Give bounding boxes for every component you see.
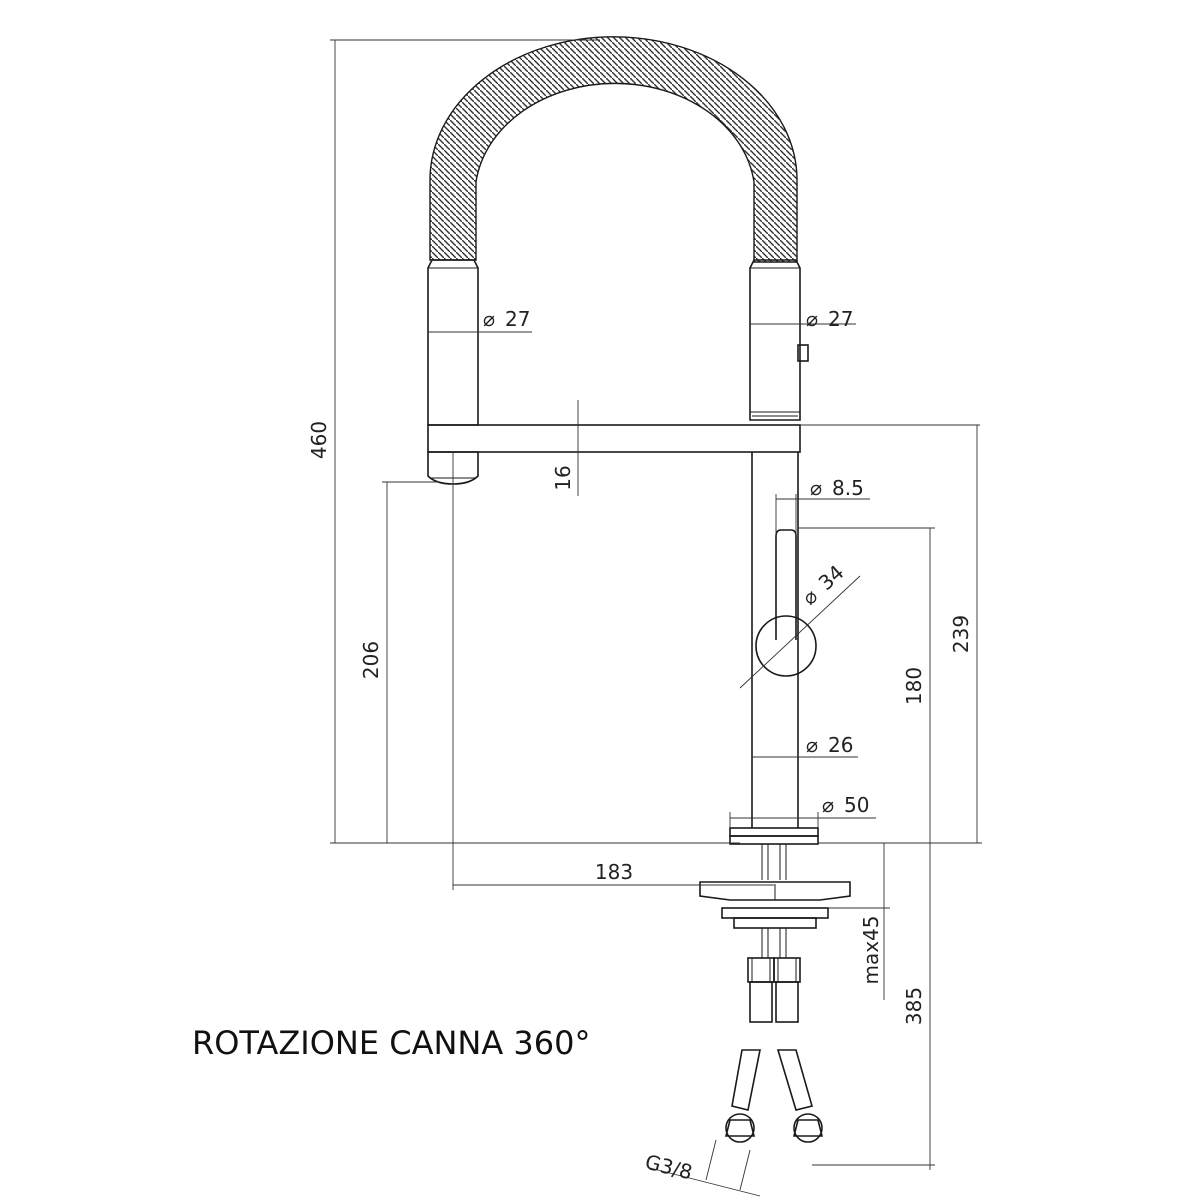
dim-hose-length: 385 xyxy=(902,987,926,1025)
dim-value: 27 xyxy=(828,307,853,331)
dim-lever-knob-dia: ⌀ 34 xyxy=(797,560,848,610)
dim-value: 26 xyxy=(828,733,853,757)
flexible-spring-hose xyxy=(429,36,798,263)
faucet-body xyxy=(751,452,799,828)
spray-holder-right xyxy=(749,259,809,421)
diameter-symbol: ⌀ xyxy=(806,733,818,757)
horizontal-beam xyxy=(427,424,801,453)
dim-value: 50 xyxy=(844,793,869,817)
dim-lever-pin-dia: ⌀ 8.5 xyxy=(810,476,864,500)
supply-hoses xyxy=(724,957,824,1143)
spray-head-left xyxy=(427,259,479,485)
fixing-kit xyxy=(699,844,851,958)
dim-base-dia: ⌀ 50 xyxy=(822,793,869,817)
dim-body-dia: ⌀ 26 xyxy=(806,733,853,757)
dim-total-height: 460 xyxy=(307,421,331,459)
base-plate xyxy=(729,827,819,845)
dim-max-deck-thickness: max45 xyxy=(859,915,883,984)
dim-spout-dia-right: ⌀ 27 xyxy=(806,307,853,331)
dim-body-to-lever: 180 xyxy=(902,667,926,705)
dim-beam-height: 239 xyxy=(949,615,973,653)
dim-value: 34 xyxy=(814,560,849,595)
diameter-symbol: ⌀ xyxy=(822,793,834,817)
diameter-symbol: ⌀ xyxy=(810,476,822,500)
dim-beam-thickness: 16 xyxy=(551,465,575,490)
dim-spout-dia-left: ⌀ 27 xyxy=(483,307,530,331)
rotation-caption: ROTAZIONE CANNA 360° xyxy=(192,1024,591,1062)
diameter-symbol: ⌀ xyxy=(483,307,495,331)
dim-outlet-height: 206 xyxy=(359,641,383,679)
dim-value: 27 xyxy=(505,307,530,331)
diameter-symbol: ⌀ xyxy=(797,584,822,610)
dimension-lines xyxy=(330,39,982,1197)
dim-connection-thread: G3/8 xyxy=(643,1150,695,1185)
dim-value: 8.5 xyxy=(832,476,864,500)
dim-spout-reach: 183 xyxy=(595,860,633,884)
diameter-symbol: ⌀ xyxy=(806,307,818,331)
